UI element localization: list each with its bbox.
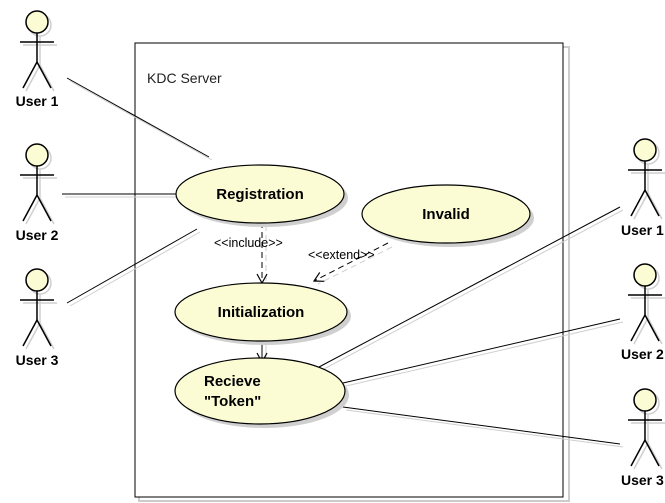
actor-head-icon — [633, 263, 657, 287]
associations — [62, 77, 624, 448]
actor-head-icon — [25, 143, 49, 167]
actor-user-2-left[interactable]: User 2 — [16, 143, 59, 243]
actor-head-icon — [25, 268, 49, 292]
actor-user-2-right[interactable]: User 2 — [621, 263, 665, 362]
system-title: KDC Server — [147, 70, 222, 86]
extend-label: <<extend>> — [308, 248, 375, 262]
actor-label: User 2 — [621, 346, 664, 362]
invalid-label: Invalid — [422, 206, 470, 223]
system-boundary: KDC Server — [134, 42, 570, 502]
actor-label: User 2 — [16, 227, 59, 243]
actor-label: User 3 — [16, 352, 59, 368]
actor-label: User 1 — [621, 222, 664, 238]
assoc-token-right-user3 — [342, 406, 621, 445]
actor-user-1-right[interactable]: User 1 — [621, 138, 665, 238]
assoc-user3-registration — [66, 228, 198, 304]
actor-head-icon — [25, 10, 49, 34]
assoc-user1-registration — [66, 77, 210, 158]
actor-head-icon — [633, 388, 657, 412]
use-case-receive-token[interactable]: Recieve "Token" — [174, 357, 349, 428]
dependencies: <<include>> <<extend>> — [214, 222, 393, 364]
use-case-initialization[interactable]: Initialization — [174, 282, 351, 345]
extend-arrow — [312, 242, 389, 282]
include-label: <<include>> — [214, 236, 283, 250]
initialization-label: Initialization — [218, 304, 305, 321]
receive-token-label-line1: Recieve — [204, 373, 261, 390]
use-case-invalid[interactable]: Invalid — [361, 184, 534, 247]
assoc-token-right-user1 — [318, 206, 621, 368]
actor-user-3-right[interactable]: User 3 — [621, 388, 665, 488]
actor-label: User 1 — [16, 93, 59, 109]
actor-label: User 3 — [621, 472, 664, 488]
receive-token-label-line2: "Token" — [204, 393, 261, 410]
actor-user-1-left[interactable]: User 1 — [16, 10, 59, 109]
actor-user-3-left[interactable]: User 3 — [16, 268, 59, 368]
registration-label: Registration — [216, 186, 304, 203]
actor-head-icon — [633, 138, 657, 162]
assoc-token-right-user2 — [342, 318, 621, 384]
use-case-registration[interactable]: Registration — [175, 164, 348, 227]
